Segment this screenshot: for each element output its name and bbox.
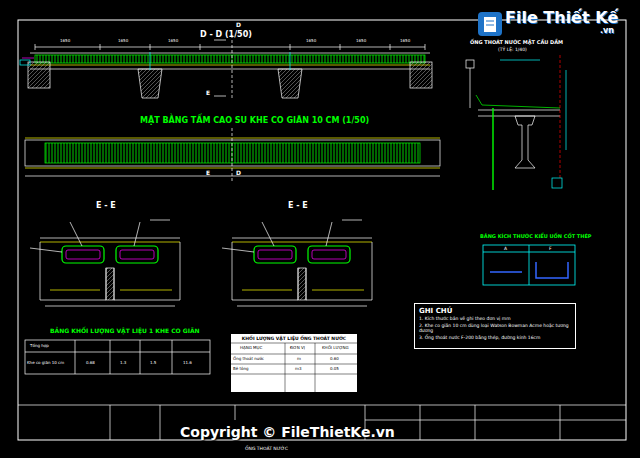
table-cell: Ống thoát nước: [233, 357, 264, 362]
table-cell: 1.5: [150, 361, 156, 366]
box-heading: GHI CHÚ: [419, 307, 571, 315]
table-cell: 1.3: [120, 361, 126, 366]
dimension: 1650: [306, 39, 316, 44]
section-mark: E: [206, 170, 210, 177]
dimension: 1650: [118, 39, 128, 44]
table-cell: F: [549, 246, 552, 251]
dimension: 1650: [400, 39, 410, 44]
table-cell: m: [297, 357, 301, 362]
section-title: D - D (1/50): [200, 30, 252, 39]
section-mark: D: [236, 170, 241, 177]
section-mark: E: [206, 90, 210, 97]
dimension: 1650: [356, 39, 366, 44]
logo-text: .vn: [600, 26, 614, 35]
drawing-name: ỐNG THOÁT NƯỚC: [245, 446, 288, 451]
table-title: BẢNG KHỐI LƯỢNG VẬT LIỆU 1 KHE CO GIÃN: [50, 328, 200, 335]
dimension: 1650: [60, 39, 70, 44]
detail-title: ỐNG THOÁT NƯỚC MẶT CẦU DẦM: [470, 40, 563, 46]
section-title: E - E: [96, 201, 116, 210]
table-cell: A: [504, 246, 507, 251]
section-mark: D: [236, 22, 241, 29]
table-cell: 0.05: [330, 367, 339, 372]
table-cell: HẠNG MỤC: [240, 346, 262, 351]
table-cell: 0.68: [86, 361, 95, 366]
logo-text: File Thiết Kế: [505, 9, 618, 27]
table-cell: m3: [295, 367, 301, 372]
table-cell: KHỐI LƯỢNG: [322, 346, 349, 351]
table-title: BẢNG KÍCH THƯỚC KIỂU UỐN CỐT THÉP: [480, 234, 592, 240]
note-line: 3. Ống thoát nước F-200 bằng thép, đường…: [419, 335, 571, 340]
box-heading: KHỐI LƯỢNG VẬT LIỆU ỐNG THOÁT NƯỚC: [233, 336, 355, 341]
watermark: Copyright © FileThietKe.vn: [180, 424, 395, 440]
section-title: E - E: [288, 201, 308, 210]
section-title: MẶT BẰNG TẤM CAO SU KHE CO GIÃN 10 CM (1…: [140, 116, 369, 125]
table-cell: 11.6: [183, 361, 192, 366]
table-cell: Bê tông: [233, 367, 249, 372]
note-line: 2. Khe co giãn 10 cm dùng loại Watson Bo…: [419, 323, 571, 334]
scale-note: (TỶ LỆ: 1/40): [498, 47, 527, 52]
table-cell: 0.60: [330, 357, 339, 362]
quantity-table: KHỐI LƯỢNG VẬT LIỆU ỐNG THOÁT NƯỚC: [230, 333, 358, 393]
table-cell: Khe co giãn 10 cm: [27, 361, 64, 366]
table-cell: Tổng hợp: [30, 344, 49, 349]
notes-box: GHI CHÚ1. Kích thước bản vẽ ghi theo đơn…: [414, 303, 576, 349]
dimension: 1650: [168, 39, 178, 44]
table-cell: ĐƠN VỊ: [290, 346, 305, 351]
note-line: 1. Kích thước bản vẽ ghi theo đơn vị mm: [419, 316, 571, 321]
